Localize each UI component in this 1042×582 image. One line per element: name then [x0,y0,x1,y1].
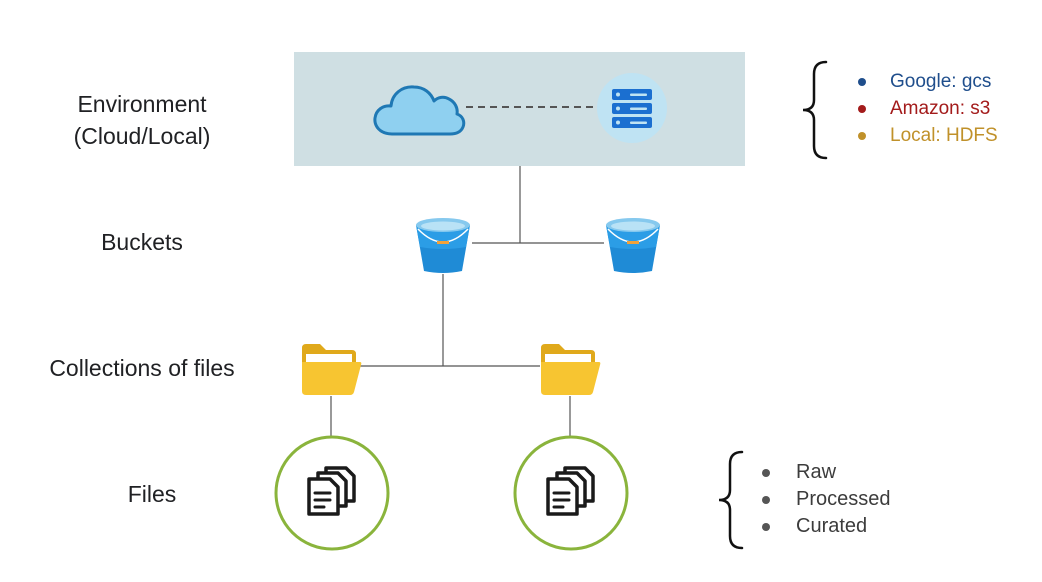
bullet-icon [858,78,866,86]
server-icon [597,73,667,143]
environment-type-label: Amazon: s3 [890,98,991,119]
file-stage-label: Curated [796,515,868,537]
folder-icon [302,344,362,395]
environment-type-label: Google: gcs [890,71,992,92]
file-stage-item: Curated [760,513,891,540]
environment-box [294,52,745,166]
collections-label: Collections of files [49,355,235,381]
buckets-label: Buckets [101,229,183,255]
bucket-icon [606,218,660,273]
folder-icon [541,344,601,395]
bullet-icon [762,469,770,477]
environment-brace [802,60,828,160]
environment-type-item: Local: HDFS [854,122,998,149]
environment-type-item: Amazon: s3 [854,95,998,122]
bullet-icon [762,523,770,531]
files-label: Files [127,481,177,507]
environment-label: Environment (Cloud/Local) [73,91,211,149]
environment-type-item: Google: gcs [854,68,998,95]
files-brace [718,450,744,550]
file-stage-item: Processed [760,486,891,513]
file-stage-label: Processed [796,488,891,510]
environment-type-label: Local: HDFS [890,125,998,146]
bullet-icon [858,132,866,140]
documents-icon [274,435,390,551]
file-stage-label: Raw [796,461,837,483]
documents-icon [513,435,629,551]
file-stage-item: Raw [760,459,891,486]
bucket-icon [416,218,470,273]
bullet-icon [858,105,866,113]
environment-type-list: Google: gcs Amazon: s3 Local: HDFS [854,68,998,149]
cloud-icon [373,85,466,136]
file-stage-list: Raw Processed Curated [760,459,891,540]
bullet-icon [762,496,770,504]
